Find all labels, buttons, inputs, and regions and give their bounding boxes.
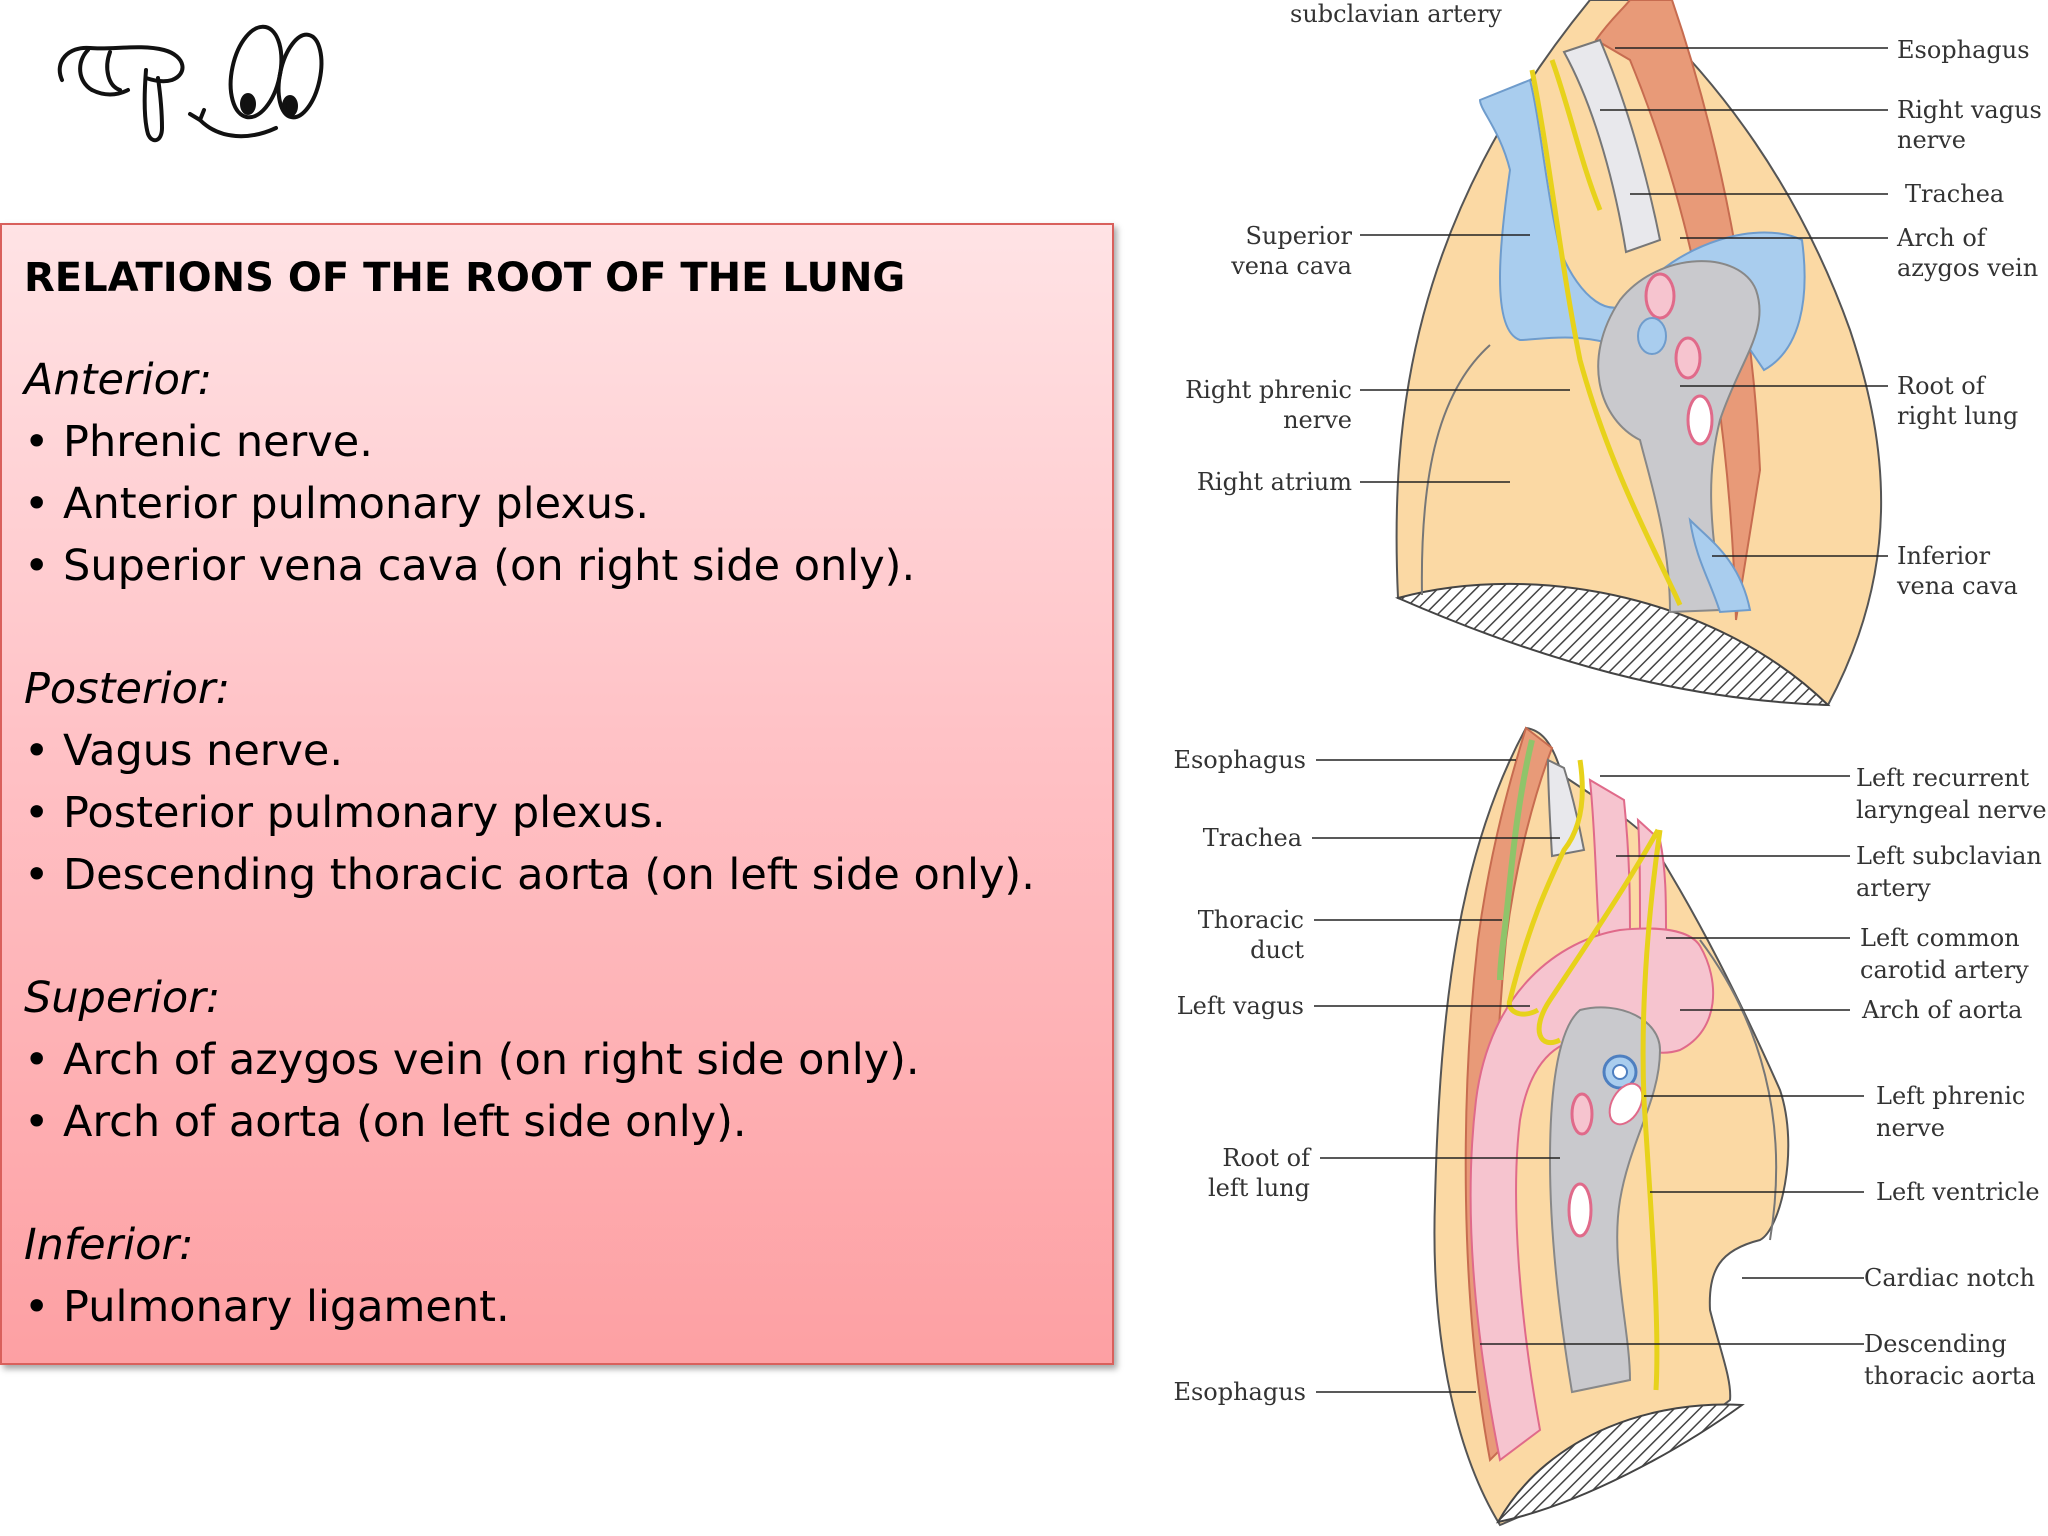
right-vagus-nerve: [1549, 59, 1603, 211]
label-esophagus-left-bottom: Esophagus: [1173, 1378, 1306, 1406]
anterior-item: • Superior vena cava (on right side only…: [24, 541, 916, 591]
pulmonary-artery-left: [1570, 1092, 1594, 1136]
label-cardiac-notch: Cardiac notch: [1864, 1264, 2035, 1292]
left-vagus-nerve: [1536, 828, 1661, 1045]
bronchus: [1637, 317, 1667, 355]
posterior-item: • Descending thoracic aorta (on left sid…: [24, 850, 1035, 900]
pointing-eyes-doodle: [57, 24, 324, 143]
right-lung-figure: [1394, 0, 1883, 707]
pulmonary-vein-left-lower: [1567, 1182, 1593, 1238]
label-trachea-right: Trachea: [1905, 180, 2004, 208]
left-diaphragm-hatch: [1496, 1403, 1745, 1524]
pointing-hand-icon: [57, 45, 185, 143]
pulmonary-vein-lower: [1686, 394, 1714, 446]
left-ventricle-outline: [1699, 939, 1778, 1241]
anterior-item: • Phrenic nerve.: [24, 417, 373, 467]
anterior-item: • Anterior pulmonary plexus.: [24, 479, 650, 529]
label-esophagus-right: Esophagus: [1897, 36, 2030, 64]
left-phrenic-nerve: [1640, 829, 1663, 1391]
right-diaphragm-hatch: [1394, 583, 1831, 707]
bronchus-left-lumen: [1612, 1064, 1628, 1080]
right-atrium-outline: [1420, 344, 1491, 596]
inferior-vena-cava: [1688, 517, 1752, 614]
thoracic-duct: [1497, 739, 1535, 981]
left-lung-figure: [1433, 726, 1790, 1527]
superior-item: • Arch of aorta (on left side only).: [24, 1097, 747, 1147]
relations-panel: RELATIONS OF THE ROOT OF THE LUNG Anteri…: [0, 223, 1114, 1365]
panel-title: RELATIONS OF THE ROOT OF THE LUNG: [24, 255, 906, 301]
posterior-item: • Posterior pulmonary plexus.: [24, 788, 666, 838]
left-recurrent-laryngeal-and-vagus: [1506, 759, 1585, 1017]
pulmonary-vein: [1674, 336, 1702, 380]
label-arch-of-aorta-figure: Arch of aorta: [1861, 996, 2022, 1024]
root-of-right-lung: [1597, 260, 1761, 614]
pulmonary-vein-left: [1608, 1082, 1644, 1126]
posterior-item: • Vagus nerve.: [24, 726, 344, 776]
pulmonary-artery: [1644, 272, 1676, 320]
inferior-item: • Pulmonary ligament.: [24, 1282, 510, 1332]
label-right-atrium: Right atrium: [1197, 468, 1352, 496]
heading-posterior: Posterior:: [24, 664, 231, 714]
label-subclavian-artery: subclavian artery: [1290, 0, 1502, 28]
label-left-ventricle: Left ventricle: [1876, 1178, 2040, 1206]
superior-item: • Arch of azygos vein (on right side onl…: [24, 1035, 920, 1085]
label-left-vagus: Left vagus: [1177, 992, 1304, 1020]
label-trachea-left: Trachea: [1203, 824, 1302, 852]
eyes-icon: [188, 24, 324, 139]
heading-inferior: Inferior:: [24, 1220, 194, 1270]
label-esophagus-left-top: Esophagus: [1173, 746, 1306, 774]
right-phrenic-nerve: [1529, 69, 1683, 607]
trachea-rings: [1562, 38, 1662, 254]
heading-anterior: Anterior:: [24, 355, 213, 405]
heading-superior: Superior:: [24, 973, 221, 1023]
